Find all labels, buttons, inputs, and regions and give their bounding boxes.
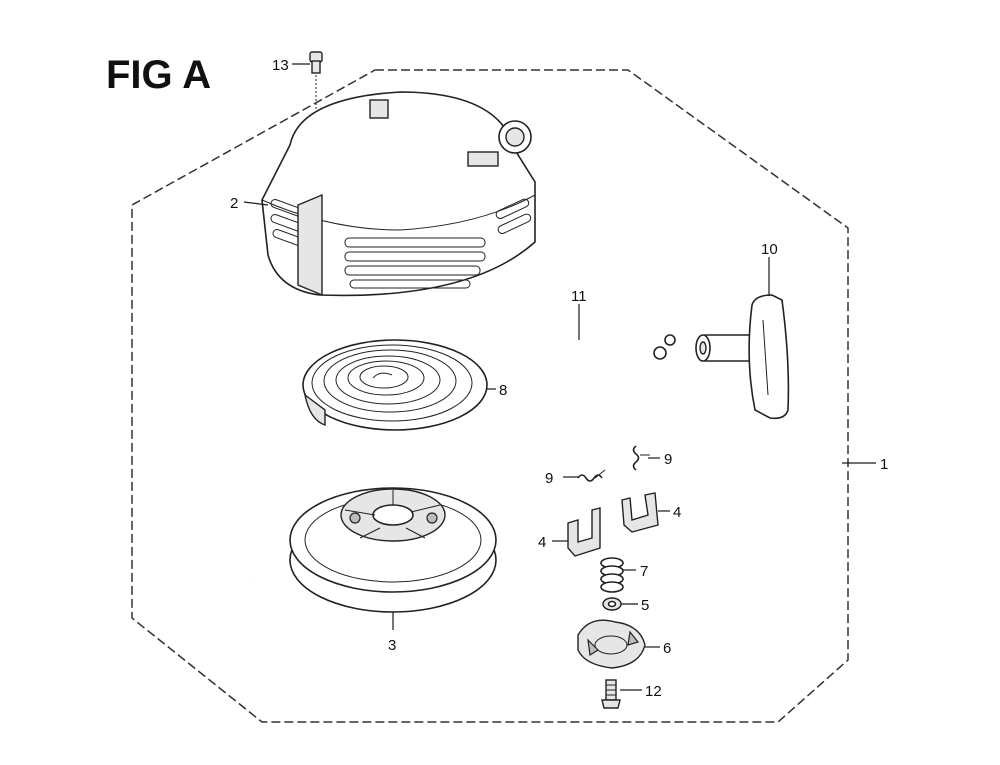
recoil-spring-icon [302, 339, 488, 431]
callout-labels: 13 2 10 11 8 1 9 9 4 4 7 5 3 6 12 [230, 57, 888, 700]
callout-10: 10 [761, 241, 778, 258]
callout-5: 5 [641, 597, 649, 614]
callout-2: 2 [230, 195, 238, 212]
callout-4-right: 4 [673, 504, 681, 521]
ratchet-guide-icon [577, 619, 646, 669]
callout-13: 13 [272, 57, 289, 74]
callout-6: 6 [663, 640, 671, 657]
callout-3: 3 [388, 637, 396, 654]
leader-lines [243, 63, 876, 691]
callout-1: 1 [880, 456, 888, 473]
callout-7: 7 [640, 563, 648, 580]
callout-11: 11 [571, 288, 587, 305]
callout-4-left: 4 [538, 534, 546, 551]
callout-9-left: 9 [545, 470, 553, 487]
callout-9-right: 9 [664, 451, 672, 468]
friction-plate-washer-icon [602, 597, 622, 611]
starter-case-cover-icon [261, 91, 536, 297]
assembly-boundary-outline [131, 69, 849, 723]
friction-spring-icon [600, 557, 624, 593]
callout-12: 12 [645, 683, 662, 700]
return-spring-icon [577, 445, 650, 482]
callout-8: 8 [499, 382, 507, 399]
setting-bolt-icon [601, 679, 621, 709]
starter-grip-handle-icon [695, 294, 790, 420]
ratchet-pawl-icon [567, 492, 659, 557]
starter-reel-pulley-icon [289, 487, 497, 613]
figure-title: FIG A [106, 53, 211, 97]
